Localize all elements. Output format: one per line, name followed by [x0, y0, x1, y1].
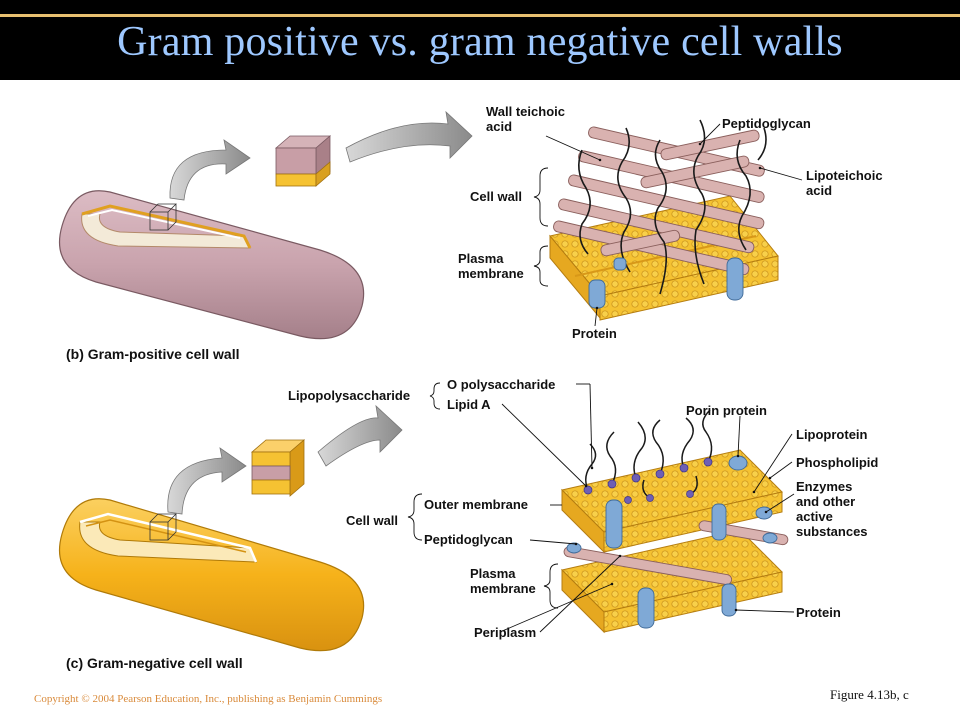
label-enzymes-line3: active	[796, 509, 833, 524]
label-wall-teichoic-acid: Wall teichoic acid	[486, 104, 565, 134]
label-lipoprotein: Lipoprotein	[796, 427, 868, 442]
copyright-notice: Copyright © 2004 Pearson Education, Inc.…	[34, 693, 383, 705]
gram-positive-leaders	[533, 123, 803, 327]
label-cell-wall-neg: Cell wall	[346, 513, 399, 528]
gram-negative-leaders	[407, 382, 795, 633]
label-enzymes-line4: substances	[796, 524, 868, 539]
label-peptidoglycan-neg: Peptidoglycan	[424, 532, 513, 547]
label-plasma-line1-pos: Plasma	[458, 251, 504, 266]
label-lipoteichoic-line1: Lipoteichoic	[806, 168, 883, 183]
label-enzymes-line2: and other	[796, 494, 856, 509]
label-periplasm: Periplasm	[474, 625, 537, 640]
title-rule	[0, 14, 960, 17]
label-plasma-line2-pos: membrane	[458, 266, 524, 281]
gram-negative-wall-detail	[561, 409, 789, 634]
label-wall-teichoic-line1: Wall teichoic	[486, 104, 565, 119]
gram-negative-cell	[58, 498, 365, 652]
label-cell-wall-pos: Cell wall	[470, 189, 523, 204]
label-porin-protein: Porin protein	[686, 403, 767, 418]
gram-positive-arrows	[169, 110, 473, 201]
label-plasma-membrane-pos: Plasma membrane	[458, 251, 524, 281]
label-wall-teichoic-line2: acid	[486, 119, 513, 134]
gram-negative-wall-cube	[250, 439, 306, 497]
label-plasma-line2-neg: membrane	[470, 581, 536, 596]
caption-gram-negative: (c) Gram-negative cell wall	[66, 655, 243, 671]
slide-title: Gram positive vs. gram negative cell wal…	[117, 19, 843, 65]
label-plasma-membrane-neg: Plasma membrane	[470, 566, 536, 596]
gram-positive-wall-detail	[549, 119, 779, 321]
label-enzymes: Enzymes and other active substances	[796, 479, 868, 539]
label-phospholipid: Phospholipid	[796, 455, 879, 470]
gram-negative-arrows	[167, 404, 403, 515]
label-lipoteichoic-line2: acid	[806, 183, 833, 198]
label-protein-pos: Protein	[572, 326, 617, 341]
label-lipopolysaccharide: Lipopolysaccharide	[288, 388, 411, 403]
label-lipoteichoic-acid: Lipoteichoic acid	[806, 168, 883, 198]
label-protein-neg: Protein	[796, 605, 841, 620]
figure-reference: Figure 4.13b, c	[830, 687, 909, 702]
gram-positive-cell	[58, 190, 365, 340]
gram-positive-wall-cube	[274, 135, 332, 187]
label-lipid-a: Lipid A	[447, 397, 491, 412]
label-peptidoglycan-pos: Peptidoglycan	[722, 116, 811, 131]
title-bar: Gram positive vs. gram negative cell wal…	[0, 0, 960, 80]
label-outer-membrane: Outer membrane	[424, 497, 529, 512]
caption-gram-positive: (b) Gram-positive cell wall	[66, 346, 240, 362]
label-enzymes-line1: Enzymes	[796, 479, 853, 494]
label-plasma-line1-neg: Plasma	[470, 566, 516, 581]
label-o-polysaccharide: O polysaccharide	[447, 377, 556, 392]
